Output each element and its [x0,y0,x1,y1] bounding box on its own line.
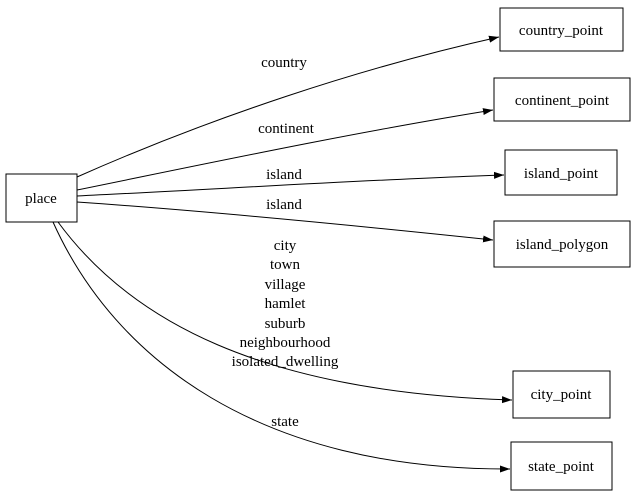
node-island-point: island_point [504,149,618,196]
node-island-point-label: island_point [524,166,599,182]
edge-label-continent: continent [258,121,315,137]
node-state-point: state_point [510,441,613,491]
edge-label-suburb: suburb [265,316,306,332]
node-place: place [5,173,78,223]
edge-label-island-point: island [266,167,302,183]
edge-label-city: city [274,238,297,254]
node-city-point-label: city_point [531,387,593,403]
node-continent-point: continent_point [493,77,631,122]
node-island-polygon-box [493,220,631,268]
edge-label-state: state [271,414,299,430]
edge-label-neighbourhood: neighbourhood [240,335,331,351]
edge-label-city-point-group: city town village hamlet suburb neighbou… [232,238,339,370]
edge-place-city-point [57,221,513,404]
node-continent-point-label: continent_point [515,93,610,109]
edge-place-country-point [76,35,500,178]
edge-label-town: town [270,257,301,273]
edge-place-island-polygon [76,201,494,243]
node-state-point-box [510,441,613,491]
node-island-polygon: island_polygon [493,220,631,268]
node-island-polygon-label: island_polygon [516,237,609,253]
node-city-point: city_point [512,370,611,419]
edge-label-village: village [265,277,306,293]
node-continent-point-box [493,77,631,122]
edge-place-island-point [76,171,505,197]
node-city-point-box [512,370,611,419]
edge-place-state-point [52,221,511,473]
edge-place-continent-point [76,108,494,191]
edge-label-hamlet: hamlet [265,296,307,312]
node-place-box [5,173,78,223]
edge-label-country: country [261,55,307,71]
edge-label-island-polygon: island [266,197,302,213]
node-place-label: place [25,191,57,207]
node-island-point-box [504,149,618,196]
node-country-point-label: country_point [519,23,604,39]
node-state-point-label: state_point [528,459,595,475]
edge-label-isolated-dwelling: isolated_dwelling [232,354,339,370]
node-country-point-box [499,7,624,52]
node-country-point: country_point [499,7,624,52]
